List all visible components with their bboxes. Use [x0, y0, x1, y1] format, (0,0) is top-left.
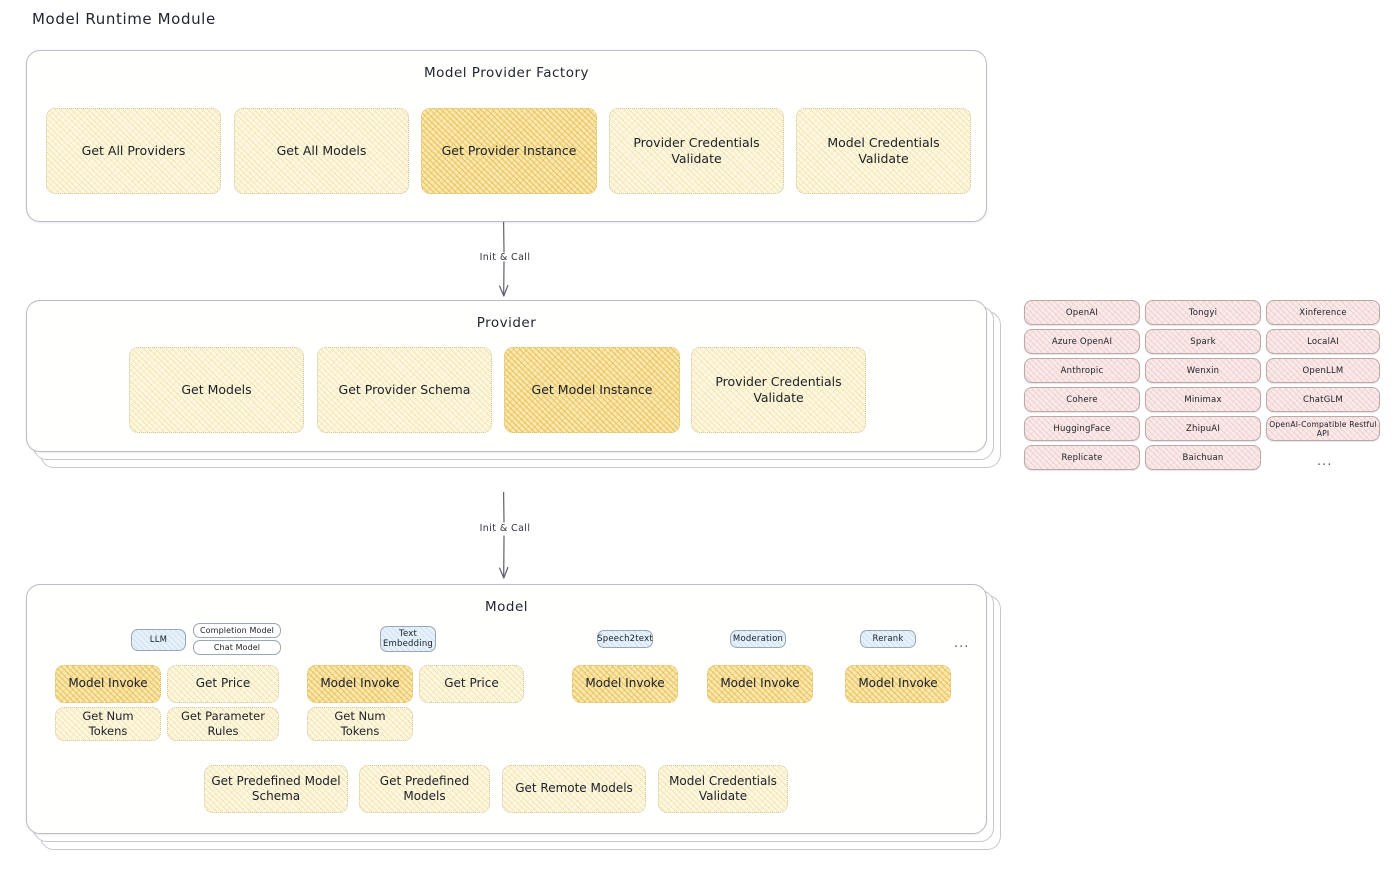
chip-spark[interactable]: Spark	[1145, 329, 1261, 354]
provider-list-more: ...	[1317, 454, 1333, 469]
node-moderation-model-invoke[interactable]: Model Invoke	[707, 665, 813, 703]
badge-llm[interactable]: LLM	[131, 629, 186, 651]
node-llm-model-invoke[interactable]: Model Invoke	[55, 665, 161, 703]
node-get-all-providers[interactable]: Get All Providers	[46, 108, 221, 194]
node-embedding-get-num-tokens[interactable]: Get Num Tokens	[307, 707, 413, 741]
chip-replicate[interactable]: Replicate	[1024, 445, 1140, 470]
chip-openai[interactable]: OpenAI	[1024, 300, 1140, 325]
connector-1-label: Init & Call	[479, 252, 531, 263]
chip-localai[interactable]: LocalAI	[1266, 329, 1380, 354]
connector-2-label: Init & Call	[479, 523, 531, 534]
chip-tongyi[interactable]: Tongyi	[1145, 300, 1261, 325]
model-types-more: ...	[954, 636, 970, 651]
chip-xinference[interactable]: Xinference	[1266, 300, 1380, 325]
badge-speech2text[interactable]: Speech2text	[597, 630, 653, 648]
badge-moderation[interactable]: Moderation	[730, 630, 786, 648]
panel-provider: Provider Get Models Get Provider Schema …	[26, 300, 987, 452]
provider-list: OpenAI Azure OpenAI Anthropic Cohere Hug…	[1024, 300, 1380, 475]
node-provider-credentials-validate-2[interactable]: Provider Credentials Validate	[691, 347, 866, 433]
badge-completion-model[interactable]: Completion Model	[193, 623, 281, 638]
chip-azure-openai[interactable]: Azure OpenAI	[1024, 329, 1140, 354]
node-get-predefined-models[interactable]: Get Predefined Models	[359, 765, 490, 813]
node-get-predefined-model-schema[interactable]: Get Predefined Model Schema	[204, 765, 348, 813]
chip-chatglm[interactable]: ChatGLM	[1266, 387, 1380, 412]
connector-provider-to-model	[495, 491, 513, 582]
node-get-provider-instance[interactable]: Get Provider Instance	[421, 108, 597, 194]
node-get-models[interactable]: Get Models	[129, 347, 304, 433]
arrow-down-icon	[499, 221, 509, 297]
node-embedding-model-invoke[interactable]: Model Invoke	[307, 665, 413, 703]
panel-model: Model LLM Completion Model Chat Model Mo…	[26, 584, 987, 834]
node-provider-credentials-validate[interactable]: Provider Credentials Validate	[609, 108, 784, 194]
chip-openllm[interactable]: OpenLLM	[1266, 358, 1380, 383]
chip-minimax[interactable]: Minimax	[1145, 387, 1261, 412]
chip-anthropic[interactable]: Anthropic	[1024, 358, 1140, 383]
factory-panel-title: Model Provider Factory	[423, 65, 589, 81]
chip-zhipuai[interactable]: ZhipuAI	[1145, 416, 1261, 441]
node-model-credentials-validate-2[interactable]: Model Credentials Validate	[658, 765, 788, 813]
node-get-provider-schema[interactable]: Get Provider Schema	[317, 347, 492, 433]
chip-openai-compatible-restful-api[interactable]: OpenAI-Compatible Restful API	[1266, 416, 1380, 441]
node-rerank-model-invoke[interactable]: Model Invoke	[845, 665, 951, 703]
chip-cohere[interactable]: Cohere	[1024, 387, 1140, 412]
node-get-remote-models[interactable]: Get Remote Models	[502, 765, 646, 813]
panel-model-provider-factory: Model Provider Factory Get All Providers…	[26, 50, 987, 222]
node-llm-get-parameter-rules[interactable]: Get Parameter Rules	[167, 707, 279, 741]
badge-chat-model[interactable]: Chat Model	[193, 640, 281, 655]
arrow-down-icon-2	[499, 491, 509, 579]
badge-text-embedding[interactable]: Text Embedding	[380, 626, 436, 652]
chip-wenxin[interactable]: Wenxin	[1145, 358, 1261, 383]
chip-baichuan[interactable]: Baichuan	[1145, 445, 1261, 470]
node-llm-get-price[interactable]: Get Price	[167, 665, 279, 703]
model-panel-title: Model	[484, 599, 529, 615]
chip-huggingface[interactable]: HuggingFace	[1024, 416, 1140, 441]
node-speech2text-model-invoke[interactable]: Model Invoke	[572, 665, 678, 703]
node-get-model-instance[interactable]: Get Model Instance	[504, 347, 680, 433]
provider-panel-title: Provider	[476, 315, 537, 331]
node-get-all-models[interactable]: Get All Models	[234, 108, 409, 194]
node-embedding-get-price[interactable]: Get Price	[419, 665, 524, 703]
page-title: Model Runtime Module	[32, 10, 216, 28]
node-llm-get-num-tokens[interactable]: Get Num Tokens	[55, 707, 161, 741]
connector-factory-to-provider	[495, 221, 513, 300]
node-model-credentials-validate[interactable]: Model Credentials Validate	[796, 108, 971, 194]
badge-rerank[interactable]: Rerank	[860, 630, 916, 648]
